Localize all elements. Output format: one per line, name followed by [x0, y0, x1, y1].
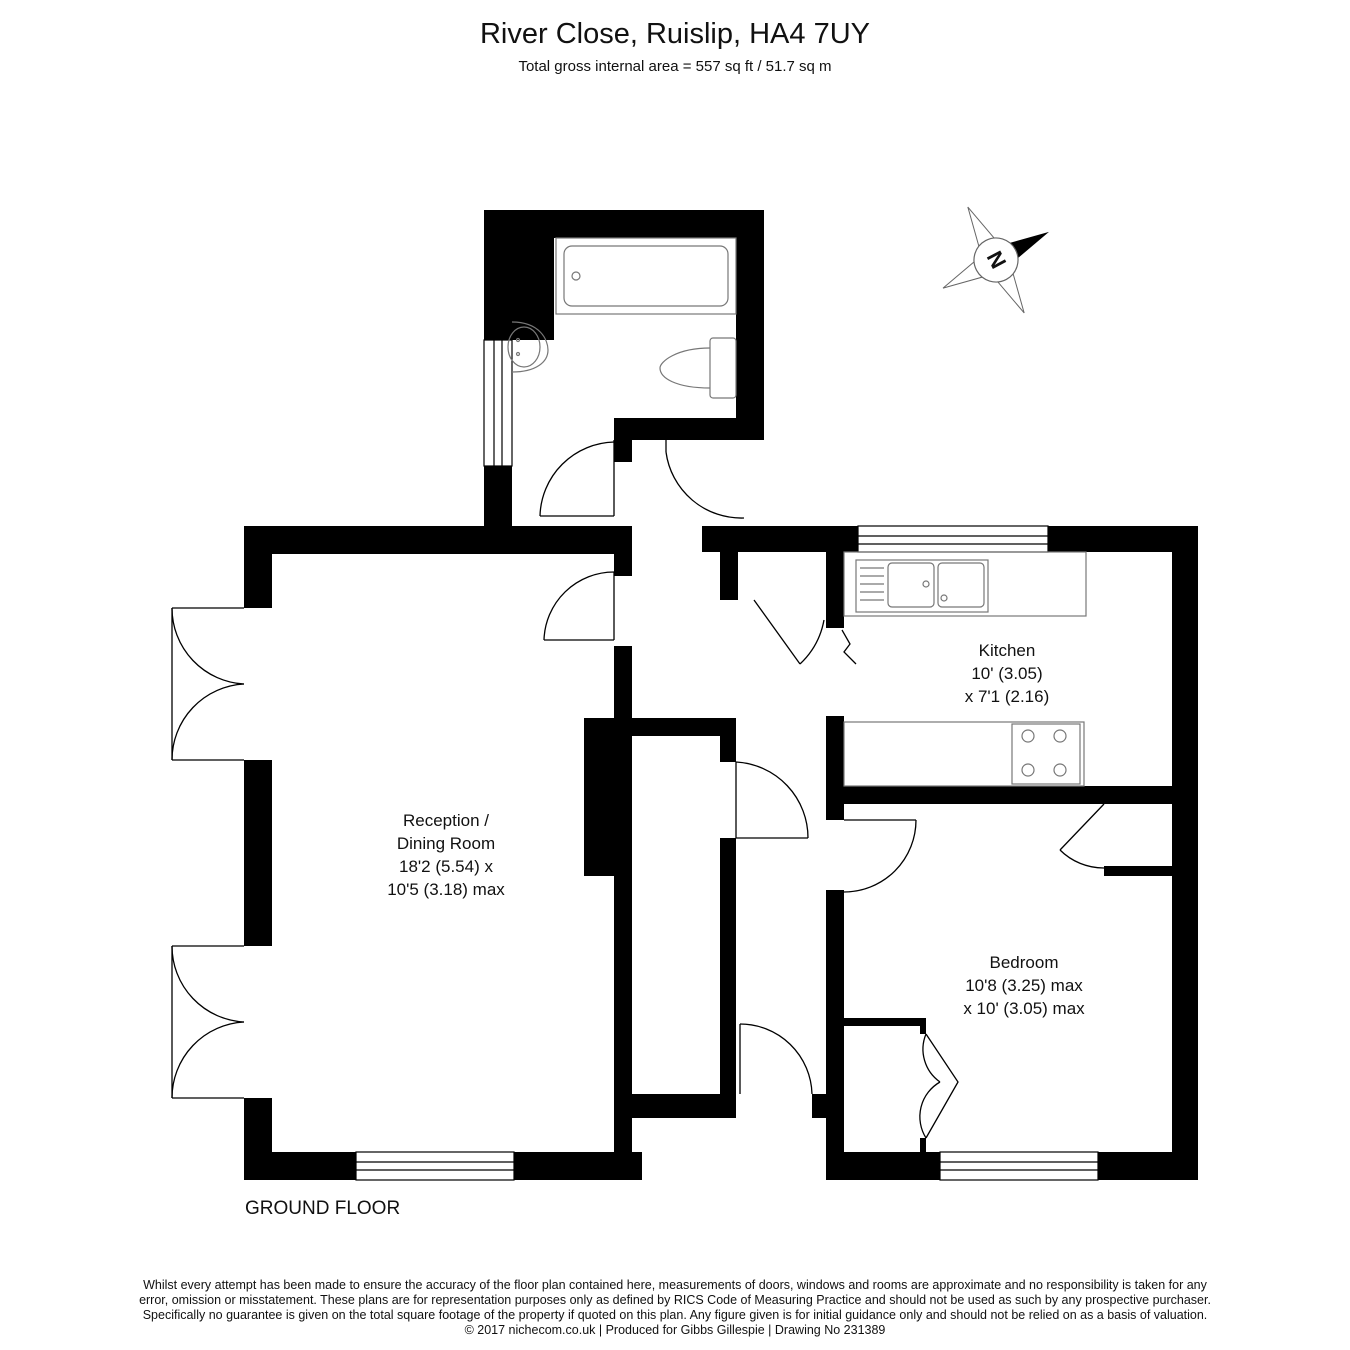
wall-cupboard-jamb-top — [720, 718, 736, 762]
wall-bedroom-left — [826, 890, 844, 1180]
window-bedroom — [939, 1151, 1099, 1181]
room-label-reception: Reception / Dining Room 18'2 (5.54) x 10… — [387, 811, 505, 899]
basin-icon — [507, 321, 549, 373]
wall-right-outer — [1172, 526, 1198, 1180]
wall-reception-top — [244, 526, 632, 554]
disclaimer-line-4: © 2017 nichecom.co.uk | Produced for Gib… — [464, 1323, 886, 1337]
wall-cupboard-bottom — [614, 1094, 736, 1118]
wall-kitchen-left-top — [826, 540, 844, 628]
door-airing-cupboard — [1059, 803, 1105, 869]
door-cupboard-kitchen — [753, 599, 857, 665]
wall-kitchen-bottom — [826, 786, 1198, 804]
reception-name: Reception / — [403, 811, 489, 830]
room-label-bedroom: Bedroom 10'8 (3.25) max x 10' (3.05) max — [963, 953, 1085, 1018]
french-doors-lower — [171, 945, 245, 1099]
reception-dimension-1: 18'2 (5.54) x — [399, 857, 493, 876]
floor-label: GROUND FLOOR — [245, 1198, 401, 1219]
compass: N — [942, 206, 1049, 314]
chimney-breast — [584, 718, 632, 876]
wall-bedroom-bottom-1 — [826, 1152, 940, 1180]
wall-reception-left-2 — [244, 760, 272, 946]
kitchen-name: Kitchen — [979, 641, 1036, 660]
wall-wardrobe-top — [844, 1018, 922, 1026]
disclaimer-line-2: error, omission or misstatement. These p… — [139, 1293, 1211, 1307]
french-doors-upper — [171, 607, 245, 761]
reception-dimension-2: 10'5 (3.18) max — [387, 880, 505, 899]
wall-reception-left-1 — [244, 526, 272, 608]
windows — [355, 339, 1099, 1181]
bedroom-dimension-2: x 10' (3.05) max — [963, 999, 1085, 1018]
bedroom-dimension-1: 10'8 (3.25) max — [965, 976, 1083, 995]
door-hall-cupboard — [735, 761, 809, 839]
north-arrow-icon: N — [942, 206, 1049, 314]
wall-bedroom-bottom-2 — [1098, 1152, 1198, 1180]
wall-cupboard-right — [720, 838, 736, 1118]
disclaimer-line-3: Specifically no guarantee is given on th… — [142, 1308, 1208, 1322]
wall-cupboard-top — [614, 718, 736, 736]
wall-wardrobe-jamb — [920, 1018, 926, 1034]
room-label-kitchen: Kitchen 10' (3.05) x 7'1 (2.16) — [965, 641, 1050, 706]
wall-bathroom-corner — [484, 210, 554, 340]
disclaimer-line-1: Whilst every attempt has been made to en… — [143, 1278, 1207, 1292]
wall-wardrobe-jamb-bottom — [920, 1138, 926, 1152]
kitchen-worktop-top — [843, 551, 1087, 617]
toilet-icon — [659, 337, 737, 399]
wall-bathroom-right — [736, 210, 764, 440]
door-hall-bottom — [739, 1023, 813, 1095]
kitchen-dimension-1: 10' (3.05) — [971, 664, 1042, 683]
wall-reception-right-top — [614, 526, 632, 576]
window-reception — [355, 1151, 515, 1181]
sink-icon — [855, 559, 989, 613]
wall-bathroom-left-lower — [484, 466, 512, 528]
fixtures — [507, 237, 1087, 787]
door-bathroom — [539, 440, 615, 517]
wall-kitchen-cupboard — [720, 540, 738, 600]
walls — [244, 210, 1198, 1180]
doors — [171, 440, 1105, 1139]
wall-reception-bottom-1 — [244, 1152, 356, 1180]
door-bedroom — [843, 819, 917, 893]
reception-name-2: Dining Room — [397, 834, 495, 853]
page-title: River Close, Ruislip, HA4 7UY — [479, 18, 870, 50]
wall-kitchen-left-bottom — [826, 716, 844, 820]
bath-icon — [555, 237, 737, 315]
area-subtitle: Total gross internal area = 557 sq ft / … — [518, 58, 832, 75]
airing-cupboard-space — [1104, 804, 1172, 874]
disclaimer: Whilst every attempt has been made to en… — [0, 1278, 1350, 1338]
door-reception — [543, 571, 615, 641]
kitchen-dimension-2: x 7'1 (2.16) — [965, 687, 1050, 706]
window-bathroom — [483, 339, 513, 467]
bedroom-name: Bedroom — [990, 953, 1059, 972]
wall-bathroom-jamb — [614, 418, 632, 462]
wall-bathroom-bottom — [614, 418, 764, 440]
wall-airing-cupboard — [1104, 866, 1172, 876]
kitchen-worktop-bottom — [843, 721, 1085, 787]
door-hall-bathroom — [665, 440, 745, 519]
door-wardrobe — [919, 1033, 959, 1139]
window-kitchen — [857, 525, 1049, 553]
hob-icon — [1011, 723, 1081, 785]
